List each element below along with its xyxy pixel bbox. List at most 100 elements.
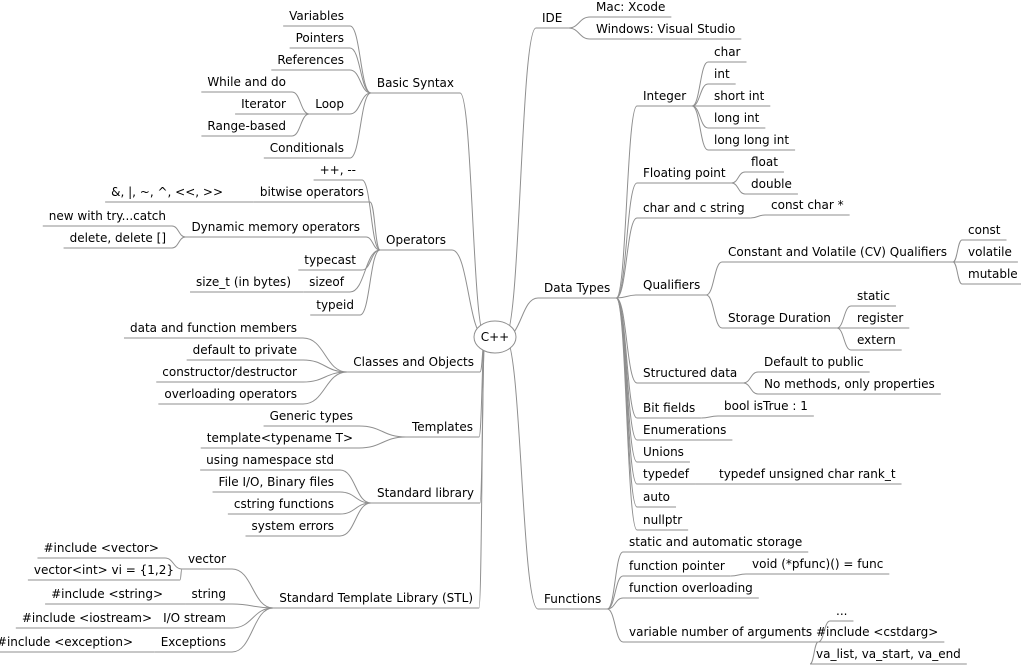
node-void-pfunc-func[interactable]: void (*pfunc)() = func (752, 557, 883, 571)
node-new-with-try-catch[interactable]: new with try...catch (49, 209, 166, 223)
node-int[interactable]: int (714, 67, 730, 81)
node-string[interactable]: string (192, 587, 226, 601)
node-long-long-int[interactable]: long long int (714, 133, 789, 147)
node-variables[interactable]: Variables (289, 9, 344, 23)
node-bitwise-operators[interactable]: bitwise operators (260, 185, 364, 199)
node-standard-template-library-stl[interactable]: Standard Template Library (STL) (279, 591, 473, 605)
node-delete-delete[interactable]: delete, delete [] (70, 231, 166, 245)
connector-windows-visual-studio (568, 27, 591, 40)
node-typedef[interactable]: typedef (643, 467, 690, 481)
node-include-string[interactable]: #include <string> (51, 587, 163, 601)
node-template-typename-t[interactable]: template<typename T> (207, 431, 353, 445)
node-references[interactable]: References (277, 53, 344, 67)
node-data-types[interactable]: Data Types (544, 281, 610, 295)
node-static[interactable]: static (857, 289, 890, 303)
node-enumerations[interactable]: Enumerations (643, 423, 726, 437)
node-float[interactable]: float (751, 155, 778, 169)
node-function-overloading[interactable]: function overloading (629, 581, 753, 595)
connector-delete-delete (171, 236, 186, 249)
root-ellipse (473, 320, 517, 354)
node-loop[interactable]: Loop (315, 97, 344, 111)
connector-double (731, 182, 746, 195)
connector-default-to-private (302, 359, 348, 373)
connector-extern (836, 327, 852, 351)
node-storage-duration[interactable]: Storage Duration (728, 311, 831, 325)
node-constant-and-volatile-cv-qualifiers[interactable]: Constant and Volatile (CV) Qualifiers (728, 245, 947, 259)
node-va-list-va-start-va-end[interactable]: va_list, va_start, va_end (816, 647, 961, 661)
node-variable-number-of-arguments[interactable]: variable number of arguments (629, 625, 812, 639)
connector-constant-and-volatile-cv-qualifiers (705, 261, 723, 296)
node-pointers[interactable]: Pointers (296, 31, 344, 45)
node-templates[interactable]: Templates (411, 420, 473, 434)
node-generic-types[interactable]: Generic types (270, 409, 353, 423)
node-integer[interactable]: Integer (643, 89, 686, 103)
node-vector[interactable]: vector (188, 552, 226, 566)
node-char[interactable]: char (714, 45, 741, 59)
node-item[interactable]: &, |, ~, ^, <<, >> (111, 185, 223, 199)
node-bool-istrue-1[interactable]: bool isTrue : 1 (724, 399, 808, 413)
node-include-iostream[interactable]: #include <iostream> (22, 611, 152, 625)
node-dynamic-memory-operators[interactable]: Dynamic memory operators (191, 220, 360, 234)
node-operators[interactable]: Operators (386, 233, 446, 247)
node-sizeof[interactable]: sizeof (309, 275, 345, 289)
connector-nullptr (615, 297, 638, 531)
node-i-o-stream[interactable]: I/O stream (163, 611, 226, 625)
node-data-and-function-members[interactable]: data and function members (130, 321, 297, 335)
node-mutable[interactable]: mutable (968, 267, 1018, 281)
node-short-int[interactable]: short int (714, 89, 765, 103)
connector-vector-int-vi-1-2 (179, 568, 183, 581)
node-constructor-destructor[interactable]: constructor/destructor (162, 365, 297, 379)
node-while-and-do[interactable]: While and do (207, 75, 286, 89)
node-nullptr[interactable]: nullptr (643, 513, 682, 527)
node-typecast[interactable]: typecast (304, 253, 356, 267)
node-floating-point[interactable]: Floating point (643, 166, 726, 180)
node-char-and-c-string[interactable]: char and c string (643, 201, 745, 215)
node-iterator[interactable]: Iterator (241, 97, 286, 111)
connector-bool-istrue-1 (701, 415, 719, 419)
node-include-cstdarg[interactable]: #include <cstdarg> (816, 625, 938, 639)
node-cstring-functions[interactable]: cstring functions (234, 497, 334, 511)
node-unions[interactable]: Unions (643, 445, 684, 459)
node-const-char[interactable]: const char * (771, 198, 844, 212)
node-bit-fields[interactable]: Bit fields (643, 401, 695, 415)
connector-bitwise-operators (369, 201, 381, 251)
node-const[interactable]: const (968, 223, 1001, 237)
node-double[interactable]: double (751, 177, 792, 191)
node-typedef-unsigned-char-rank-t[interactable]: typedef unsigned char rank_t (719, 467, 896, 481)
node-ide[interactable]: IDE (542, 11, 562, 25)
node-static-and-automatic-storage[interactable]: static and automatic storage (629, 535, 802, 549)
node-item[interactable]: ++, -- (320, 163, 356, 177)
node-extern[interactable]: extern (857, 333, 896, 347)
node-include-exception[interactable]: #include <exception> (0, 635, 133, 649)
node-qualifiers[interactable]: Qualifiers (643, 278, 700, 292)
node-function-pointer[interactable]: function pointer (629, 559, 725, 573)
node-exceptions[interactable]: Exceptions (161, 635, 226, 649)
connector-generic-types (358, 425, 406, 438)
node-default-to-public[interactable]: Default to public (764, 355, 864, 369)
node-item[interactable]: ... (836, 604, 847, 618)
node-structured-data[interactable]: Structured data (643, 366, 737, 380)
node-long-int[interactable]: long int (714, 111, 760, 125)
node-register[interactable]: register (857, 311, 903, 325)
node-mac-xcode[interactable]: Mac: Xcode (596, 0, 665, 14)
node-range-based[interactable]: Range-based (207, 119, 286, 133)
root-node[interactable]: C++ (473, 320, 517, 354)
node-no-methods-only-properties[interactable]: No methods, only properties (764, 377, 935, 391)
node-default-to-private[interactable]: default to private (193, 343, 297, 357)
node-file-i-o-binary-files[interactable]: File I/O, Binary files (219, 475, 334, 489)
node-include-vector[interactable]: #include <vector> (43, 541, 159, 555)
node-auto[interactable]: auto (643, 490, 670, 504)
node-functions[interactable]: Functions (544, 592, 601, 606)
node-volatile[interactable]: volatile (968, 245, 1012, 259)
node-system-errors[interactable]: system errors (252, 519, 335, 533)
node-size-t-in-bytes[interactable]: size_t (in bytes) (196, 275, 291, 289)
node-using-namespace-std[interactable]: using namespace std (206, 453, 334, 467)
node-standard-library[interactable]: Standard library (377, 486, 474, 500)
node-windows-visual-studio[interactable]: Windows: Visual Studio (596, 22, 735, 36)
node-classes-and-objects[interactable]: Classes and Objects (353, 355, 474, 369)
node-basic-syntax[interactable]: Basic Syntax (377, 76, 454, 90)
node-vector-int-vi-1-2[interactable]: vector<int> vi = {1,2} (34, 563, 174, 577)
node-overloading-operators[interactable]: overloading operators (164, 387, 297, 401)
node-typeid[interactable]: typeid (316, 298, 354, 312)
node-conditionals[interactable]: Conditionals (270, 141, 344, 155)
